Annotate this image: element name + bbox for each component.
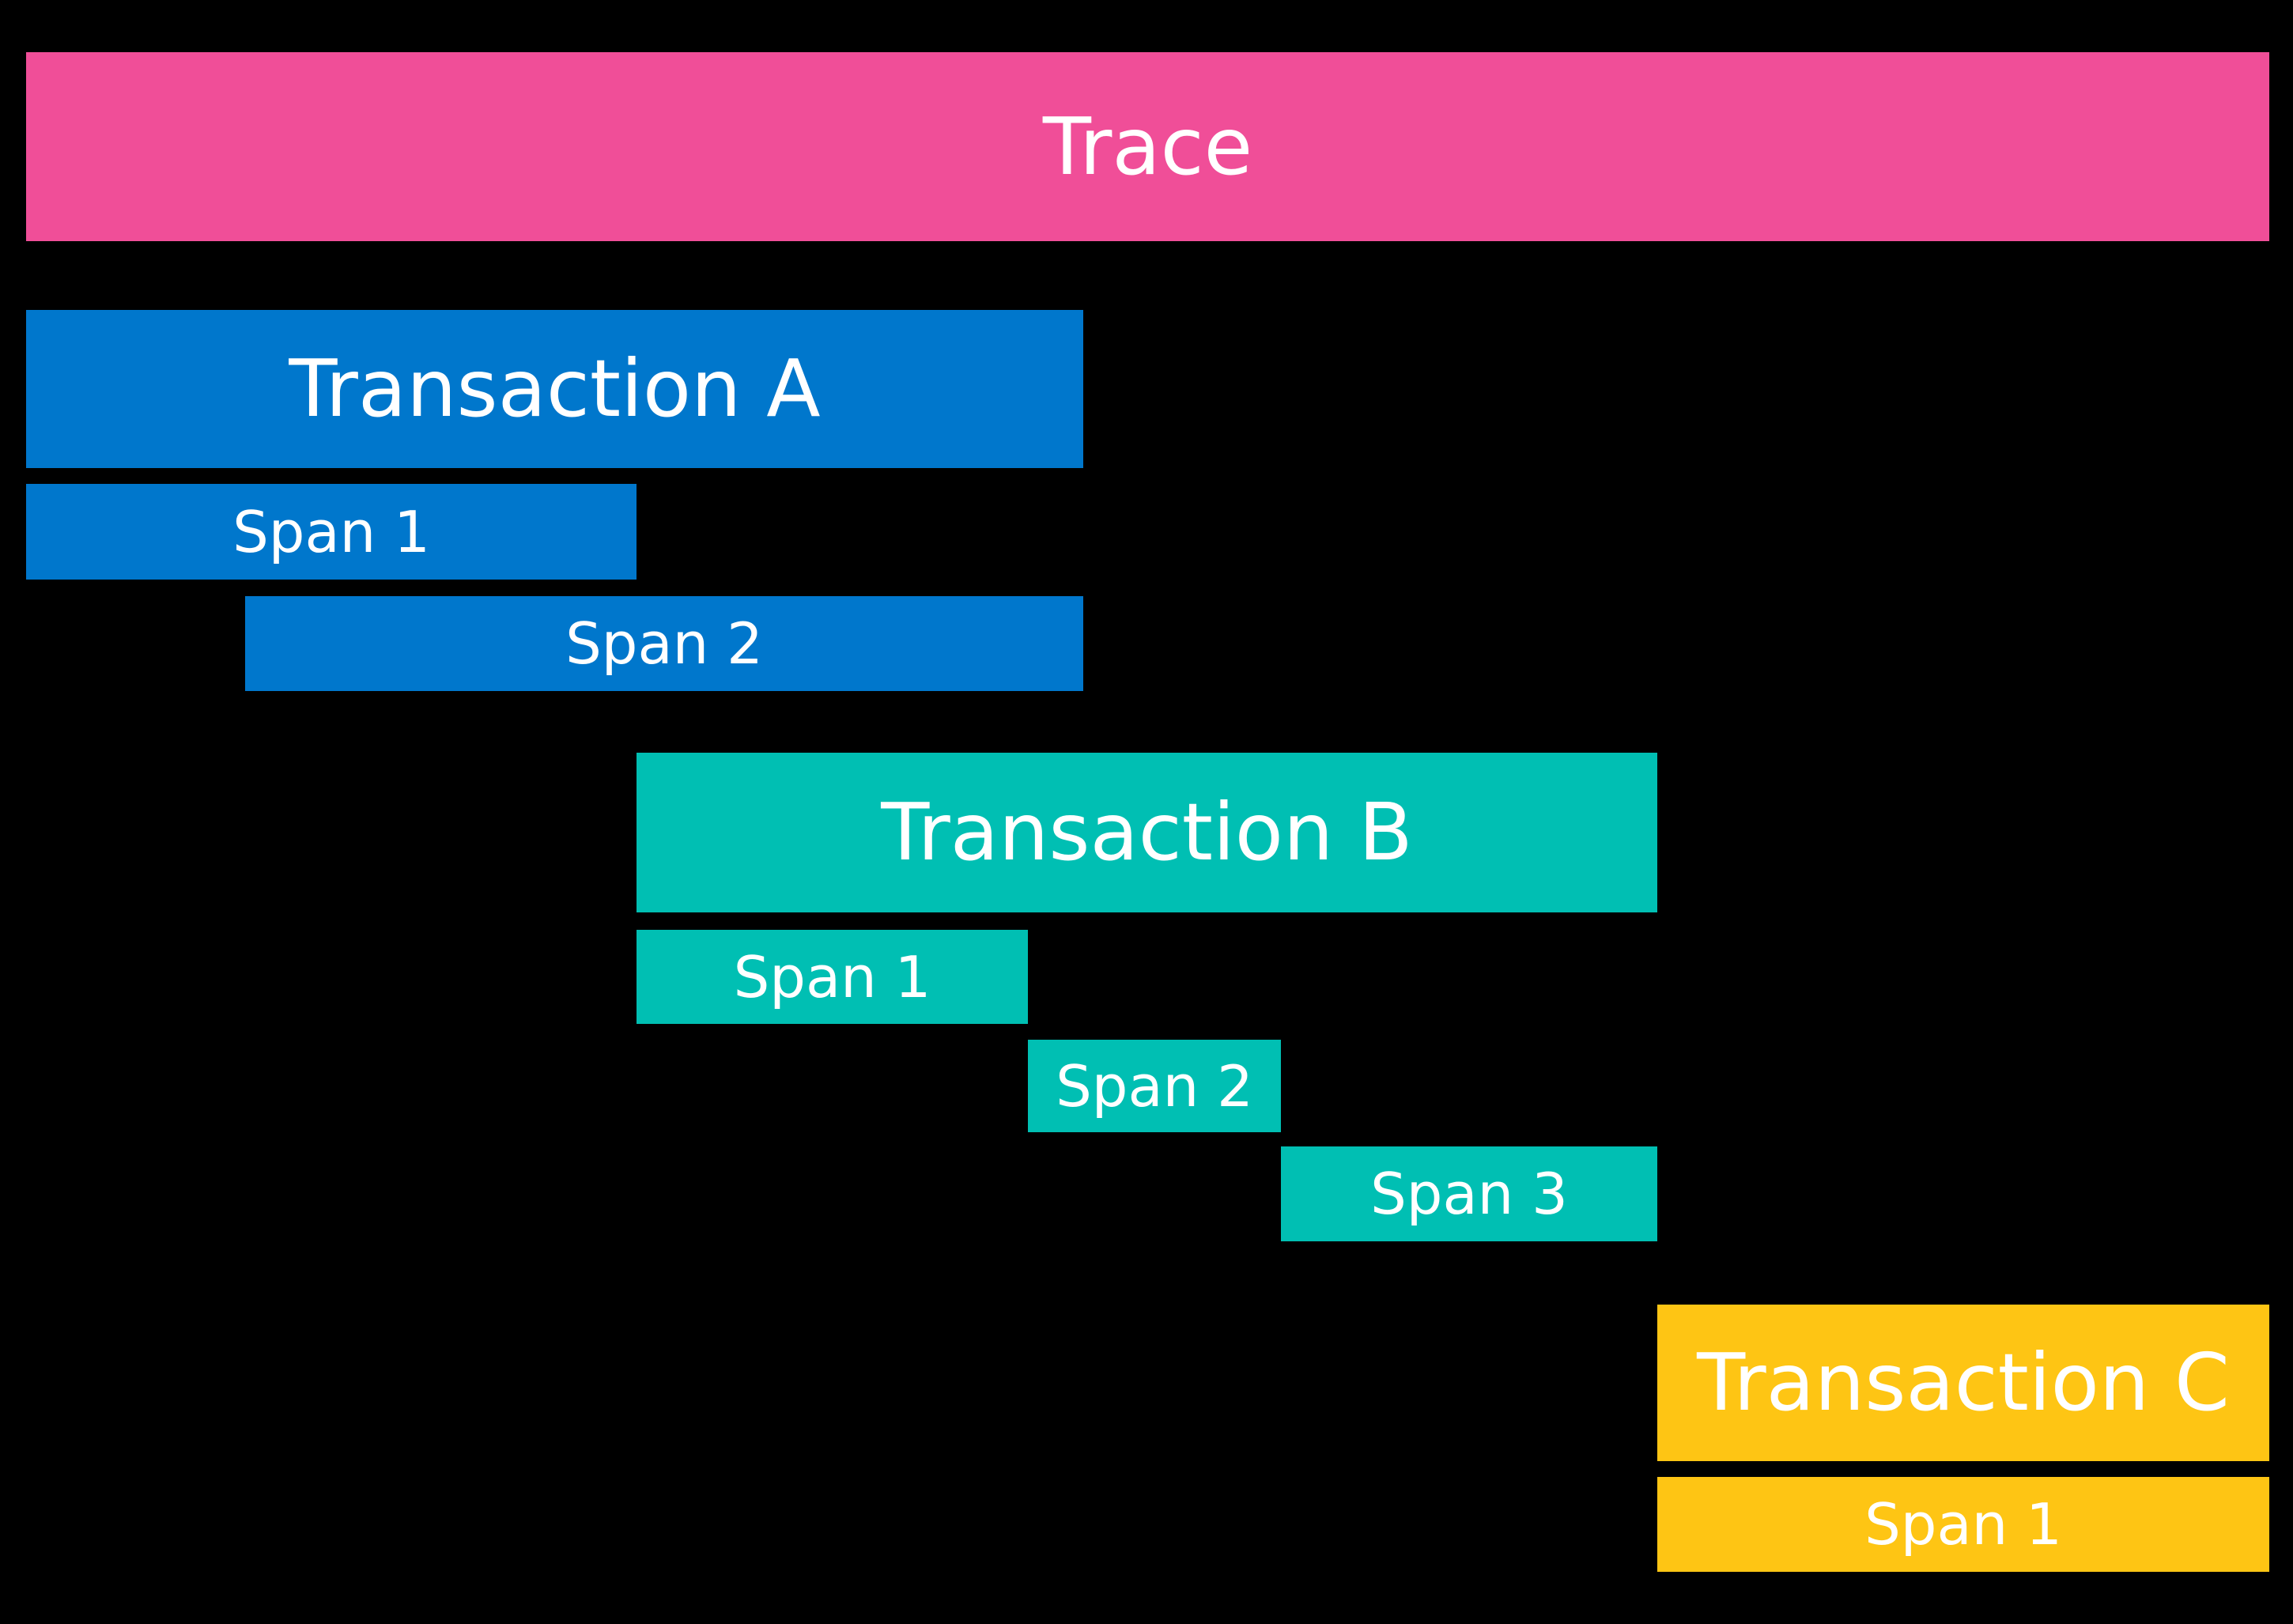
transaction-b-span-2-bar: Span 2: [1028, 1040, 1281, 1132]
transaction-b-label: Transaction B: [881, 786, 1413, 878]
transaction-a-bar: Transaction A: [26, 310, 1083, 468]
transaction-c-span-1-label: Span 1: [1864, 1491, 2062, 1558]
transaction-c-label: Transaction C: [1697, 1336, 2230, 1429]
transaction-c-span-1-bar: Span 1: [1657, 1477, 2269, 1572]
transaction-a-span-1-label: Span 1: [232, 498, 430, 565]
transaction-c-bar: Transaction C: [1657, 1305, 2269, 1461]
transaction-a-span-2-label: Span 2: [565, 610, 763, 677]
transaction-b-bar: Transaction B: [637, 753, 1657, 912]
trace-bar: Trace: [26, 52, 2269, 241]
transaction-b-span-1-bar: Span 1: [637, 930, 1028, 1024]
transaction-b-span-3-label: Span 3: [1370, 1161, 1568, 1227]
transaction-a-span-2-bar: Span 2: [245, 596, 1083, 691]
transaction-b-span-3-bar: Span 3: [1281, 1146, 1657, 1241]
trace-label: Trace: [1042, 100, 1253, 193]
transaction-a-span-1-bar: Span 1: [26, 484, 637, 580]
transaction-b-span-1-label: Span 1: [733, 943, 931, 1010]
transaction-b-span-2-label: Span 2: [1056, 1052, 1253, 1120]
transaction-a-label: Transaction A: [289, 342, 821, 435]
